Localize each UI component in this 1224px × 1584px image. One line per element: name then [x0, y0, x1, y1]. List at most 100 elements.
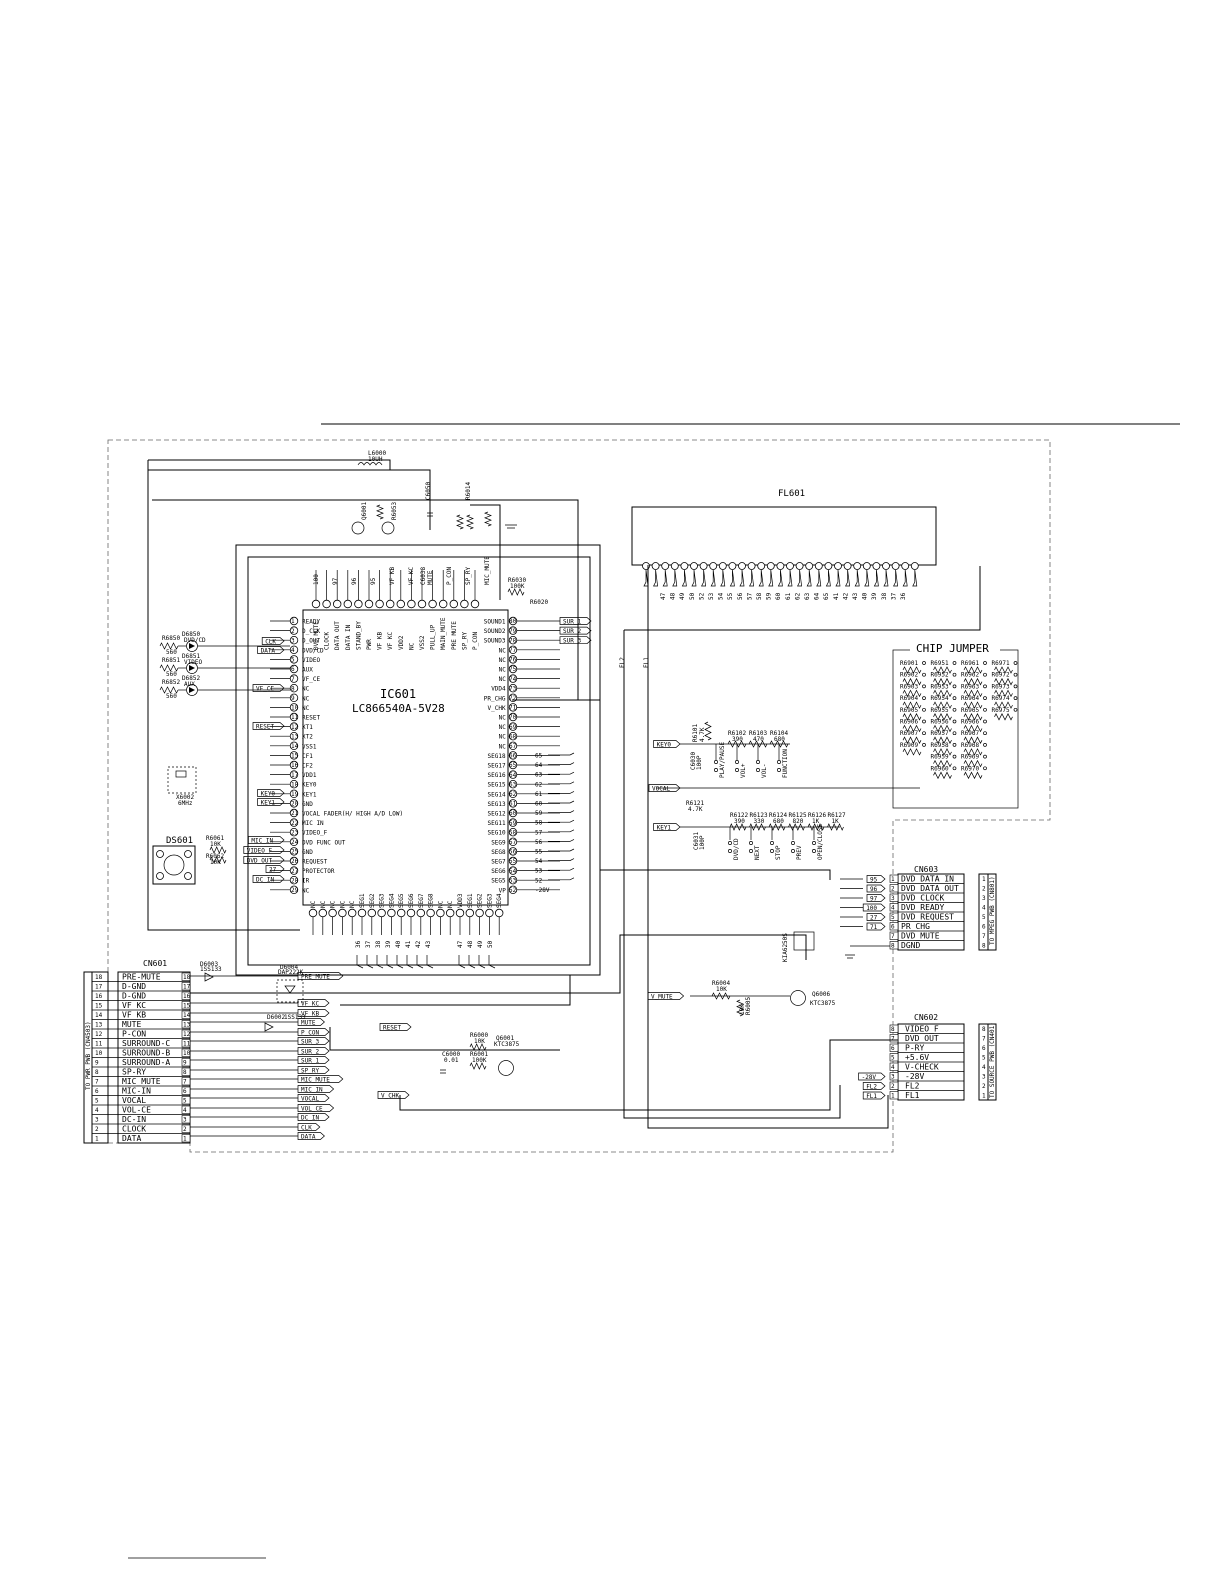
ds601-ref: DS601 — [166, 836, 193, 846]
jumper-node — [952, 754, 957, 759]
key1-res-ref: R6126 — [808, 812, 826, 819]
ic-pin-name: NC — [302, 887, 310, 894]
q6006-icon — [790, 990, 806, 1006]
ic-pin — [289, 636, 299, 645]
xtal-ref: X6002 — [176, 794, 194, 801]
fl-pin-lead — [662, 569, 668, 587]
cn602-net-tag: -28V — [862, 1074, 877, 1081]
switch-contact — [812, 849, 816, 853]
fl-pin-lead — [873, 569, 879, 587]
jumper-node — [1013, 707, 1018, 712]
switch-contact — [735, 768, 739, 772]
cn601-net-tag-shape — [297, 1037, 330, 1045]
left-net-tag: KEY1 — [261, 800, 276, 807]
ic-pin-name: NC — [408, 642, 415, 650]
fl-pin-lead — [912, 569, 918, 587]
bottom-net-label: 38 — [375, 940, 382, 948]
seg-line — [548, 829, 575, 833]
cn601-pin-name: SURROUND-A — [122, 1058, 170, 1067]
cn601-pin-num-inner: 9 — [183, 1060, 187, 1067]
cn601-pin-num-inner: 6 — [183, 1088, 187, 1095]
cn602-pin-name: DVD_OUT — [905, 1034, 939, 1043]
ic-pin-number: 7 — [291, 676, 295, 683]
ds-res-ref: R6062 — [206, 853, 224, 860]
led-ref: D6850 — [182, 631, 200, 638]
cn603-pin-num: 2 — [891, 886, 895, 893]
ic-pin — [508, 876, 518, 885]
ic-pin — [289, 760, 299, 770]
led-res-ref: R6852 — [162, 679, 180, 686]
ic-pin-number: 9 — [291, 695, 295, 702]
left-net-tag: DC_IN — [256, 877, 274, 884]
ic-pin-name: NC — [499, 715, 507, 722]
cn601-pin-name: D-GND — [122, 992, 146, 1001]
cn601-net-tag-shape — [297, 1047, 330, 1055]
ic-pin-name: VF_CE — [302, 676, 320, 683]
ic-pin-name: NC — [499, 657, 507, 664]
ic-pin-name: PWR — [366, 639, 373, 650]
fl-pin-lead — [758, 569, 764, 587]
ic-pin-name: SEG6 — [408, 893, 415, 908]
ic-pin — [338, 908, 347, 918]
jumper-ref: R6957 — [931, 730, 949, 737]
cn603-pin-name: PR_CHG — [901, 922, 930, 931]
ic-pin — [439, 599, 448, 609]
ic-pin — [343, 599, 352, 609]
led-res-ref: R6850 — [162, 635, 180, 642]
cn602-pin-num: 2 — [891, 1083, 895, 1090]
seg-line — [548, 877, 575, 881]
jumper-resistor — [933, 748, 952, 756]
ic-pin — [289, 818, 299, 827]
jumper-ref: R6961 — [961, 660, 979, 667]
jumper-ref: R6972 — [992, 672, 1010, 679]
ds-resistor — [209, 856, 227, 864]
cn601-pin-box — [181, 1067, 191, 1076]
led-arrow-icon — [189, 687, 195, 693]
cn602-pin-num: 3 — [891, 1074, 895, 1081]
bottom-net-label: 43 — [425, 940, 432, 948]
ic-pin-name: SEG4 — [496, 893, 503, 908]
key-switch-label: STOP — [775, 845, 782, 860]
cn601-pin-num: 2 — [95, 1126, 99, 1133]
jumper-resistor — [963, 759, 983, 768]
seg-net-label: 65 — [535, 753, 543, 760]
mute-tag-shape — [647, 992, 685, 1000]
ic-pin-number: 15 — [291, 753, 299, 760]
cn601-net-tag: V_CHK — [381, 1093, 399, 1100]
q6001-top-ref: Q6001 — [361, 502, 368, 520]
fl-pin — [651, 562, 660, 570]
cap-val: 100P — [696, 755, 703, 770]
jumper-resistor — [963, 748, 983, 756]
r6016 — [484, 511, 492, 527]
jumper-node — [952, 684, 957, 689]
key1-resistor — [788, 823, 805, 831]
cn601-pin-num-inner: 15 — [183, 1003, 191, 1010]
led-label: AUX — [184, 681, 195, 688]
ic-pin — [289, 770, 299, 779]
jumper-node — [1013, 672, 1018, 677]
r6030 — [507, 588, 525, 596]
switch-contact — [770, 841, 774, 845]
ic-pin-name: SEG1 — [359, 893, 366, 908]
fl-pin-lead — [893, 569, 898, 587]
fl2-wire — [623, 630, 841, 1119]
switch-contact — [714, 768, 718, 772]
cn603-label-strip — [987, 873, 997, 951]
jumper-node — [952, 672, 957, 677]
ic-pin — [508, 856, 518, 866]
cap-ref: C6031 — [693, 832, 700, 850]
ic-pin — [289, 712, 299, 722]
jumper-node — [952, 766, 957, 771]
ic-pin — [289, 732, 299, 741]
switch-contact — [749, 849, 753, 853]
cn603-pin-box — [889, 884, 899, 893]
ic-pin — [485, 908, 494, 918]
ic-pin-name: VDD2 — [398, 635, 405, 650]
cn601-net-tag: DC_IN — [301, 1115, 319, 1122]
cn602-side-num: 4 — [982, 1064, 986, 1071]
fl-pin-net: 41 — [833, 592, 840, 600]
ic-pin — [508, 770, 518, 779]
